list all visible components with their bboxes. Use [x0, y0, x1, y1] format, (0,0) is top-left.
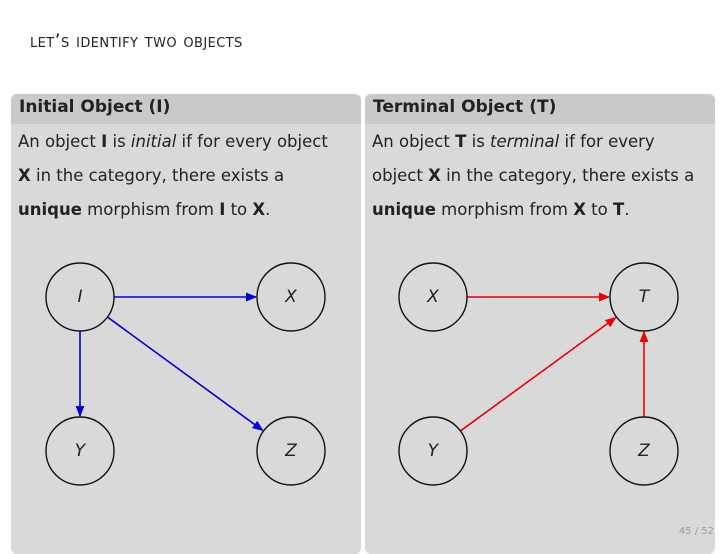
node-x: X	[256, 262, 326, 332]
text: is	[107, 132, 131, 151]
node-t: T	[609, 262, 679, 332]
terminal-object-panel: Terminal Object (T) An object T is termi…	[365, 94, 715, 554]
definition-line-2: object X in the category, there exists a	[372, 159, 712, 193]
text: morphism from	[435, 200, 574, 219]
slide-title: Let’s identify two objects	[30, 30, 243, 52]
node-z: Z	[609, 416, 679, 486]
initial-object-title: Initial Object (I)	[19, 97, 171, 117]
node-circle	[256, 416, 326, 486]
text: to	[585, 200, 613, 219]
emphasis: initial	[130, 132, 177, 151]
node-label: X	[284, 287, 297, 307]
text: if for every object	[176, 132, 328, 151]
page-number: 45 / 52	[678, 526, 714, 537]
node-circle	[256, 262, 326, 332]
definition-line-1: An object I is initial if for every obje…	[18, 125, 358, 159]
text: An object	[372, 132, 456, 151]
initial-object-panel-header: Initial Object (I)	[11, 94, 361, 124]
text: to	[225, 200, 253, 219]
text: in the category, there exists a	[30, 166, 285, 185]
node-label: Y	[428, 441, 440, 461]
terminal-object-definition: An object T is terminal if for every obj…	[372, 125, 712, 227]
node-circle	[609, 262, 679, 332]
node-y: Y	[398, 416, 468, 486]
text: object	[372, 166, 429, 185]
object-name: T	[455, 132, 467, 151]
initial-object-diagram: I X Y Z	[45, 262, 326, 486]
text: An object	[18, 132, 102, 151]
definition-line-3: unique morphism from I to X.	[18, 193, 358, 227]
definition-line-2: X in the category, there exists a	[18, 159, 358, 193]
text: morphism from	[81, 200, 220, 219]
node-label: Z	[637, 441, 650, 461]
emphasis: terminal	[490, 132, 560, 151]
terminal-object-title: Terminal Object (T)	[373, 97, 557, 117]
initial-object-definition: An object I is initial if for every obje…	[18, 125, 358, 227]
definition-line-1: An object T is terminal if for every	[372, 125, 712, 159]
node-label: T	[639, 287, 651, 307]
node-circle	[398, 262, 468, 332]
node-circle	[398, 416, 468, 486]
text: if for every	[559, 132, 655, 151]
initial-object-panel: Initial Object (I) An object I is initia…	[11, 94, 361, 554]
arrow-y-to-t	[459, 316, 617, 432]
node-y: Y	[45, 416, 115, 486]
node-x: X	[398, 262, 468, 332]
terminal-object-panel-header: Terminal Object (T)	[365, 94, 715, 124]
text: in the category, there exists a	[440, 166, 695, 185]
text: .	[265, 200, 271, 219]
node-circle	[609, 416, 679, 486]
node-label: Y	[75, 441, 87, 461]
node-label: Z	[284, 441, 297, 461]
text: is	[466, 132, 491, 151]
object-name: X	[252, 200, 266, 219]
object-name: I	[101, 132, 108, 151]
emphasis-strong: unique	[18, 200, 82, 219]
object-name: I	[219, 200, 226, 219]
text: .	[624, 200, 630, 219]
emphasis-strong: unique	[372, 200, 436, 219]
object-name: X	[573, 200, 586, 219]
object-name: X	[428, 166, 441, 185]
object-name: X	[18, 166, 31, 185]
node-label: I	[77, 287, 82, 307]
node-z: Z	[256, 416, 326, 486]
node-i: I	[45, 262, 115, 332]
object-name: T	[612, 200, 625, 219]
node-circle	[45, 416, 115, 486]
node-circle	[45, 262, 115, 332]
arrow-i-to-z	[106, 316, 264, 432]
definition-line-3: unique morphism from X to T.	[372, 193, 712, 227]
terminal-object-diagram: X T Y Z	[398, 262, 679, 486]
node-label: X	[426, 287, 439, 307]
